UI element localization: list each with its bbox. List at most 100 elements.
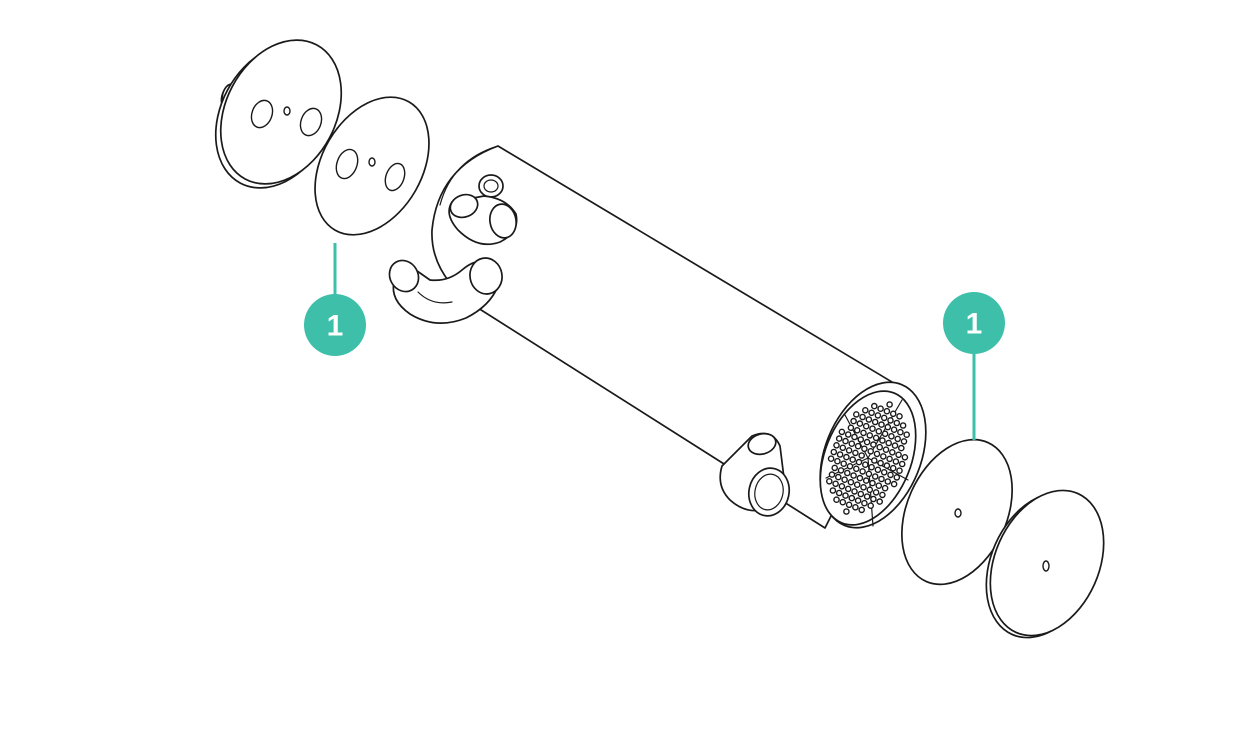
tube-hole bbox=[843, 508, 850, 515]
tube-hole bbox=[885, 439, 893, 447]
tube-hole bbox=[901, 453, 909, 461]
tube-hole bbox=[842, 437, 849, 445]
tube-hole bbox=[847, 424, 855, 432]
tube-hole bbox=[896, 412, 903, 420]
tube-hole bbox=[830, 448, 838, 456]
tube-hole bbox=[874, 412, 882, 419]
tube-hole bbox=[844, 469, 851, 477]
tube-hole bbox=[883, 462, 891, 469]
tube-hole bbox=[881, 430, 889, 438]
tube-holes bbox=[826, 401, 911, 515]
tube-hole bbox=[900, 438, 908, 445]
tube-hole bbox=[863, 493, 871, 500]
tube-hole bbox=[884, 423, 892, 431]
tube-hole bbox=[839, 498, 847, 506]
tube-hole bbox=[880, 453, 887, 460]
tube-hole bbox=[865, 470, 873, 478]
tube-hole bbox=[837, 467, 845, 474]
tube-hole bbox=[896, 467, 903, 475]
tube-hole bbox=[875, 427, 883, 435]
tube-hole bbox=[853, 481, 861, 489]
tube-hole bbox=[898, 460, 906, 468]
tube-hole bbox=[849, 456, 857, 463]
tube-hole bbox=[870, 441, 877, 448]
tube-hole bbox=[886, 401, 893, 408]
tube-hole bbox=[880, 468, 888, 476]
tube-hole bbox=[873, 450, 881, 458]
tube-hole bbox=[869, 425, 876, 433]
callout-label: 1 bbox=[327, 310, 344, 343]
tube-hole bbox=[845, 501, 853, 509]
tube-hole bbox=[889, 464, 897, 472]
tube-hole bbox=[855, 458, 863, 466]
callout-badge bbox=[943, 292, 1005, 354]
left-end-cap bbox=[214, 39, 343, 189]
tube-hole bbox=[833, 496, 840, 504]
tube-hole bbox=[835, 435, 843, 442]
upper-inlet-nozzle bbox=[448, 174, 518, 246]
tube-hole bbox=[835, 489, 843, 497]
tube-hole bbox=[856, 474, 864, 482]
tube-hole bbox=[871, 457, 878, 464]
tube-hole bbox=[878, 421, 885, 428]
tube-hole bbox=[860, 483, 867, 491]
tube-hole bbox=[881, 484, 889, 492]
tubesheet-face bbox=[819, 381, 927, 529]
tube-hole bbox=[892, 458, 900, 465]
callout-badge bbox=[304, 294, 366, 356]
tube-hole bbox=[847, 478, 855, 486]
tube-hole bbox=[887, 471, 894, 479]
tube-hole bbox=[859, 413, 866, 421]
tube-hole bbox=[876, 443, 884, 451]
tube-hole bbox=[875, 482, 883, 490]
tube-hole bbox=[843, 453, 850, 461]
tube-hole bbox=[833, 441, 840, 449]
tube-hole bbox=[876, 498, 884, 505]
tube-hole bbox=[851, 488, 858, 495]
tube-hole bbox=[882, 446, 890, 454]
tube-hole bbox=[832, 480, 839, 488]
tube-hole bbox=[895, 451, 902, 459]
tube-hole bbox=[877, 405, 884, 413]
tube-hole bbox=[889, 448, 896, 456]
tube-hole bbox=[857, 490, 865, 498]
tube-hole bbox=[846, 462, 854, 470]
tube-hole bbox=[839, 444, 847, 452]
tube-hole bbox=[871, 418, 879, 426]
tube-hole bbox=[844, 431, 852, 438]
tube-hole bbox=[889, 410, 897, 418]
tube-hole bbox=[871, 402, 878, 410]
tube-hole bbox=[852, 503, 859, 511]
tube-hole bbox=[870, 495, 877, 503]
tube-hole bbox=[863, 438, 871, 446]
tube-hole bbox=[854, 442, 862, 450]
tube-hole bbox=[865, 416, 873, 423]
tube-hole bbox=[850, 417, 857, 425]
tube-hole bbox=[903, 431, 911, 439]
tube-hole bbox=[852, 449, 859, 457]
tube-hole bbox=[879, 437, 886, 444]
tube-hole bbox=[844, 485, 852, 493]
tube-hole bbox=[862, 461, 869, 469]
tube-hole bbox=[894, 435, 902, 443]
tube-hole bbox=[840, 460, 848, 468]
tube-hole bbox=[827, 455, 835, 463]
tube-hole bbox=[836, 451, 844, 458]
right-end-cap bbox=[985, 489, 1105, 639]
tube-hole bbox=[888, 432, 895, 440]
tube-hole bbox=[897, 428, 904, 436]
tube-hole bbox=[890, 480, 898, 488]
tube-hole bbox=[890, 426, 898, 434]
tube-hole bbox=[842, 492, 849, 499]
tube-hole bbox=[879, 491, 886, 499]
tube-hole bbox=[859, 468, 866, 475]
tube-hole bbox=[878, 475, 885, 483]
tube-hole bbox=[867, 502, 875, 510]
tube-hole bbox=[891, 442, 899, 449]
tube-hole bbox=[869, 479, 876, 487]
left-gasket bbox=[314, 96, 430, 236]
tube-hole bbox=[858, 506, 866, 514]
tube-hole bbox=[829, 487, 837, 494]
tube-hole bbox=[866, 432, 874, 439]
elbow-pipe bbox=[388, 257, 503, 324]
